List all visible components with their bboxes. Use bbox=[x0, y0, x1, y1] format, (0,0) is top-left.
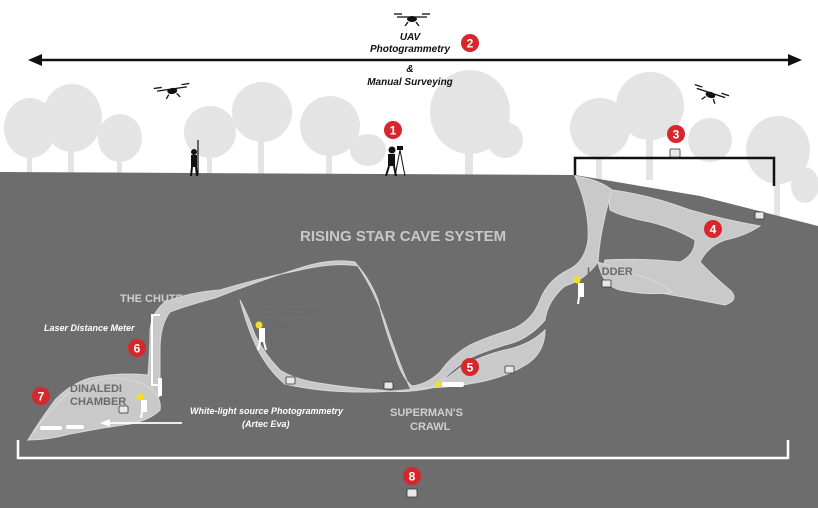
ladder-label: LADDER bbox=[587, 266, 633, 278]
laser-bracket bbox=[151, 314, 160, 386]
passage-dinaledi bbox=[27, 377, 161, 441]
white-light-label-1: White-light source Photogrammetry bbox=[190, 406, 344, 416]
svg-text:4: 4 bbox=[710, 223, 717, 237]
dinaledi-label-2: CHAMBER bbox=[70, 396, 126, 408]
badge-2: 2 bbox=[461, 34, 479, 52]
badge-8: 8 bbox=[403, 467, 421, 485]
svg-text:5: 5 bbox=[467, 361, 474, 375]
caver-icon bbox=[255, 321, 267, 351]
laser-label: Laser Distance Meter bbox=[44, 323, 135, 333]
svg-text:8: 8 bbox=[409, 470, 416, 484]
badge-3: 3 bbox=[667, 125, 685, 143]
badge-7: 7 bbox=[32, 387, 50, 405]
uav-label-line2: Photogrammetry bbox=[370, 44, 450, 55]
ampersand-label: & bbox=[406, 64, 413, 75]
uav-extent-arrow bbox=[28, 54, 802, 66]
scanner-icon bbox=[118, 148, 765, 498]
the-chute-label: THE CHUTE bbox=[120, 293, 183, 305]
dragons-back-label-2: BACK bbox=[270, 321, 302, 333]
drone-icon bbox=[394, 13, 430, 27]
dinaledi-label-1: DINALEDI bbox=[70, 383, 122, 395]
caver-icon bbox=[136, 393, 147, 419]
dragons-back-label-1: DRAGON'S bbox=[262, 307, 321, 319]
drone-icon bbox=[694, 83, 730, 104]
supermans-crawl-label-1: SUPERMAN'S bbox=[390, 407, 463, 419]
manual-surveying-label: Manual Surveying bbox=[367, 77, 453, 88]
caver-icon bbox=[435, 381, 464, 387]
svg-text:2: 2 bbox=[467, 37, 474, 51]
svg-text:6: 6 bbox=[134, 342, 141, 356]
drone-icon bbox=[153, 82, 190, 100]
caver-icon bbox=[573, 276, 584, 305]
badge-6: 6 bbox=[128, 339, 146, 357]
rock-mass bbox=[0, 172, 818, 508]
white-light-arrow bbox=[100, 419, 182, 427]
caver-icon bbox=[158, 378, 162, 396]
badge-1: 1 bbox=[384, 121, 402, 139]
uav-label-line1: UAV bbox=[400, 32, 422, 43]
svg-text:1: 1 bbox=[390, 124, 397, 138]
badge-5: 5 bbox=[461, 358, 479, 376]
svg-text:3: 3 bbox=[673, 128, 680, 142]
caver-icon bbox=[40, 425, 84, 430]
background-trees bbox=[4, 70, 818, 220]
supermans-crawl-label-2: CRAWL bbox=[410, 421, 451, 433]
badge-4: 4 bbox=[704, 220, 722, 238]
entrance-bracket bbox=[573, 156, 776, 186]
white-light-label-2: (Artec Eva) bbox=[242, 419, 290, 429]
system-title: RISING STAR CAVE SYSTEM bbox=[300, 228, 506, 245]
surveyor-icon bbox=[385, 146, 406, 177]
surveyor-icon bbox=[190, 140, 199, 177]
cave-extent-bracket bbox=[16, 440, 790, 460]
svg-text:7: 7 bbox=[38, 390, 45, 404]
